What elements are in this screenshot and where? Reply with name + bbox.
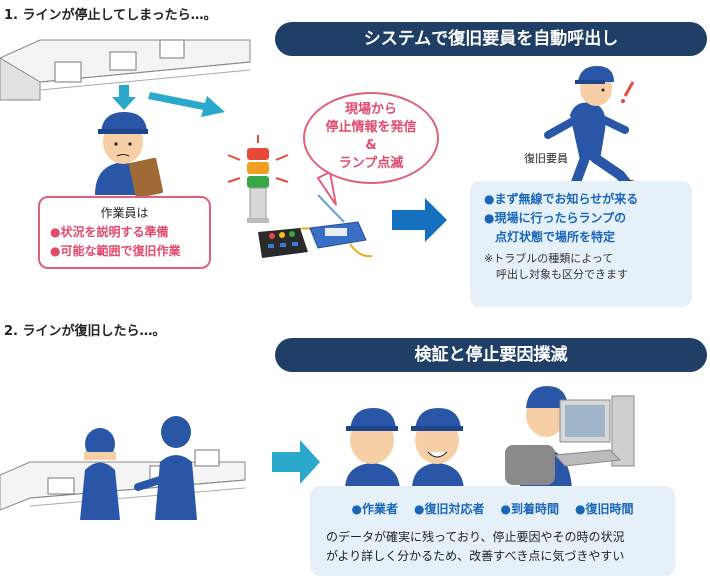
conveyor-line-1	[0, 39, 251, 101]
worker-box: 作業員は ●状況を説明する準備 ●可能な範囲で復旧作業	[38, 196, 211, 269]
data-tag: ●到着時間	[500, 502, 559, 516]
signal-tower-illustration	[227, 135, 289, 223]
workers-illustration	[80, 416, 197, 520]
right-arrow-icon-2	[272, 440, 320, 484]
info-item: ●まず無線でお知らせが来る	[484, 192, 639, 206]
right-arrow-icon	[392, 198, 447, 242]
worker-box-item: ●状況を説明する準備	[50, 225, 169, 239]
step2-info-box: ●作業者 ●復旧対応者 ●到着時間 ●復旧時間 のデータが確実に残っており、停止…	[310, 486, 675, 576]
data-tags: ●作業者 ●復旧対応者 ●到着時間 ●復旧時間	[326, 500, 659, 519]
worker-box-item: ●可能な範囲で復旧作業	[50, 244, 181, 258]
step1-title: 1. ラインが停止してしまったら…。	[4, 8, 217, 23]
step2-desc: のデータが確実に残っており、停止要因やその時の状況 がより詳しく分かるため、改善…	[326, 528, 659, 566]
team-illustration	[345, 386, 572, 490]
data-tag: ●復旧時間	[574, 502, 634, 516]
bubble-tail	[316, 170, 337, 206]
step2-title: 2. ラインが復旧したら…。	[4, 324, 166, 339]
conveyor-line-2	[0, 449, 246, 511]
down-arrow-icon	[112, 85, 136, 110]
bubble-line: ランプ点滅	[338, 156, 404, 171]
desc-line: がより詳しく分かるため、改善すべき点に気づきやすい	[326, 549, 625, 563]
info-note: 呼出し対象も区分できます	[496, 268, 628, 281]
worker-box-title: 作業員は	[100, 206, 149, 220]
worker-illustration	[95, 112, 164, 199]
bubble-line: &	[365, 138, 377, 153]
bubble-line: 現場から	[344, 102, 397, 117]
desc-line: のデータが確実に残っており、停止要因やその時の状況	[326, 530, 625, 544]
step2-banner: 検証と停止要因撲滅	[275, 338, 707, 372]
step1-info-box: ●まず無線でお知らせが来る ●現場に行ったらランプの 点灯状態で場所を特定 ※ト…	[470, 181, 692, 307]
data-tag: ●復旧対応者	[414, 502, 485, 516]
recovery-staff-label: 復旧要員	[524, 152, 568, 165]
data-tag: ●作業者	[351, 502, 399, 516]
computer-illustration	[553, 395, 635, 467]
step1-banner: システムで復旧要員を自動呼出し	[275, 22, 707, 56]
bubble-line: 停止情報を発信	[325, 120, 417, 135]
info-item: ●現場に行ったらランプの	[484, 211, 627, 225]
info-item: 点灯状態で場所を特定	[495, 230, 616, 244]
controller-device-illustration	[258, 194, 373, 258]
speech-bubble: 現場から 停止情報を発信 & ランプ点滅	[303, 92, 439, 184]
diagonal-arrow-icon	[148, 92, 225, 117]
info-note: ※トラブルの種類によって	[484, 252, 614, 265]
